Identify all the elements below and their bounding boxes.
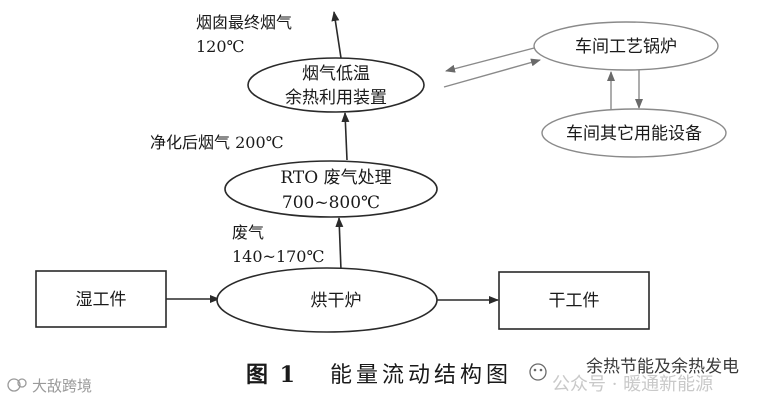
wechat-icon-dot <box>533 368 537 372</box>
arrow-boiler-to-recovery <box>445 46 539 73</box>
arrow-recovery-to-boiler <box>443 58 541 88</box>
node-equipment-label: 车间其它用能设备 <box>566 124 702 144</box>
wechat-icon-dot <box>539 368 543 372</box>
purified-flue-label: 净化后烟气 200℃ <box>150 133 284 152</box>
watermark-right-text: 余热节能及余热发电 <box>586 357 739 377</box>
watermark-left-logo-icon <box>7 378 21 392</box>
node-rto-line2: 700~800℃ <box>282 193 380 213</box>
node-wet-label: 湿工件 <box>76 290 127 310</box>
watermark-left: 大敌跨境 <box>7 377 92 395</box>
node-workshop-boiler <box>533 21 719 71</box>
node-rto-line1: RTO 废气处理 <box>280 168 391 188</box>
node-recovery-line1: 烟气低温 <box>302 64 370 84</box>
exhaust-label-line2: 140~170℃ <box>232 247 324 266</box>
watermark-left-logo-icon-inner <box>17 378 27 388</box>
wechat-icon <box>529 363 547 381</box>
node-recovery-device <box>247 57 425 113</box>
node-recovery-line2: 余热利用装置 <box>285 88 387 108</box>
node-dry-workpiece <box>498 271 650 330</box>
final-flue-label-line1: 烟囱最终烟气 <box>196 13 292 32</box>
caption-title: 能量流动结构图 <box>330 363 512 388</box>
watermark-right: 公众号 · 暖通新能源 余热节能及余热发电 <box>529 357 739 395</box>
arrow-rto-to-recovery <box>341 112 350 161</box>
watermark-left-text: 大敌跨境 <box>32 377 92 395</box>
node-dry-label: 干工件 <box>549 291 600 311</box>
node-rto <box>224 160 438 218</box>
final-flue-label-line2: 120℃ <box>196 37 244 56</box>
arrow-oven-to-rto <box>335 217 344 271</box>
node-other-equipment <box>541 108 727 158</box>
node-boiler-label: 车间工艺锅炉 <box>575 37 677 57</box>
arrow-recovery-to-chimney <box>331 11 342 59</box>
exhaust-label-line1: 废气 <box>232 223 264 242</box>
caption-number: 图 1 <box>246 362 297 388</box>
watermark-right-overlay: 公众号 · 暖通新能源 <box>552 374 713 395</box>
node-oven-label: 烘干炉 <box>311 291 362 311</box>
